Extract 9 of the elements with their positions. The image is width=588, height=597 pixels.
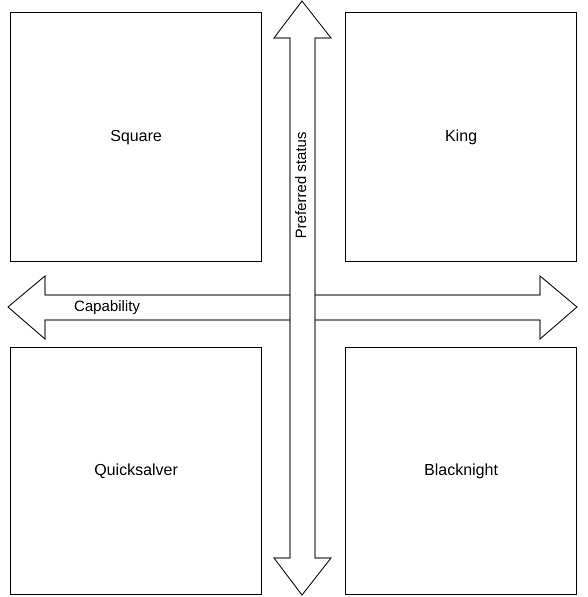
quadrant-box [10,12,262,262]
quadrant-label: Blacknight [424,462,498,480]
quadrant-box [10,347,262,595]
quadrant-box [345,347,577,595]
quadrant-label: Square [110,128,162,146]
quadrant-label: King [444,128,478,146]
quadrant-box [345,12,577,262]
quadrant-label: Quicksalver [94,462,178,480]
axis-label: Capability [74,298,140,316]
